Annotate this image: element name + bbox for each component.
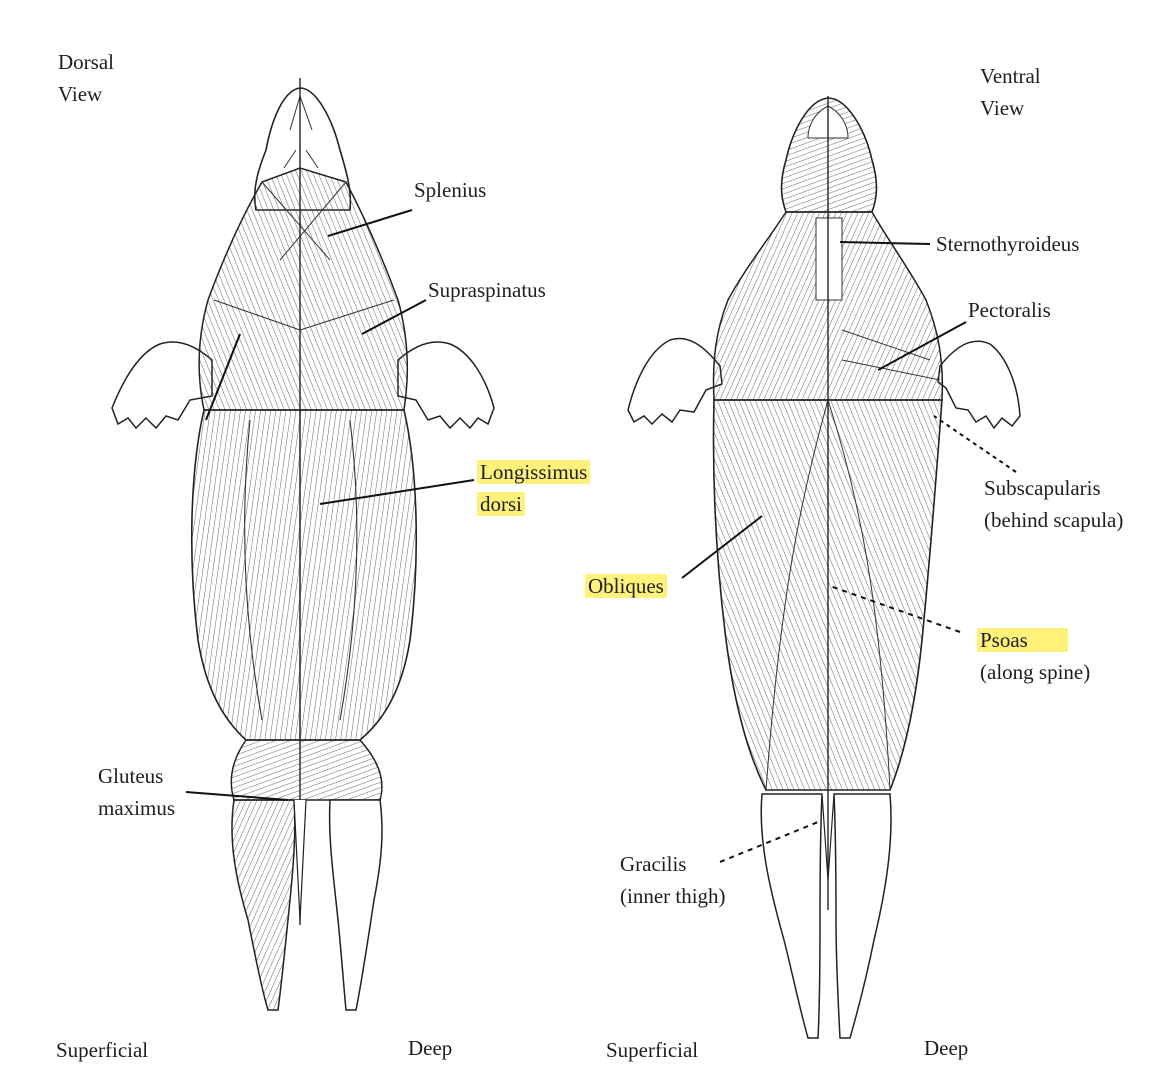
label-psoas: Psoas (along spine) (980, 624, 1090, 688)
leader-subscapularis (934, 416, 1016, 472)
dorsal-view-title-line2: View (58, 78, 114, 110)
label-splenius: Splenius (414, 174, 486, 206)
label-longissimus-dorsi: Longissimus dorsi (480, 456, 590, 520)
dorsal-shoulder-muscles (199, 168, 407, 410)
label-gluteus-maximus: Gluteus maximus (98, 760, 175, 824)
ventral-view-title-line2: View (980, 92, 1041, 124)
label-subscapularis-line2: (behind scapula) (984, 504, 1123, 536)
label-subscapularis: Subscapularis (behind scapula) (984, 472, 1123, 536)
dorsal-superficial-label: Superficial (56, 1034, 148, 1066)
label-longissimus-line1: Longissimus (477, 460, 590, 484)
label-supraspinatus: Supraspinatus (428, 274, 546, 306)
ventral-left-hindlimb (761, 794, 822, 1038)
label-psoas-line1: Psoas (977, 628, 1068, 652)
label-gracilis-line1: Gracilis (620, 848, 726, 880)
label-obliques: Obliques (588, 570, 667, 602)
ventral-right-forelimb (938, 341, 1020, 428)
label-gracilis: Gracilis (inner thigh) (620, 848, 726, 912)
ventral-view-title: Ventral View (980, 60, 1041, 124)
label-gluteus-line1: Gluteus (98, 760, 175, 792)
dorsal-left-hindlimb (232, 800, 295, 1010)
label-longissimus-line2: dorsi (477, 492, 525, 516)
label-psoas-line2: (along spine) (980, 656, 1090, 688)
dorsal-view-title-line1: Dorsal (58, 46, 114, 78)
label-obliques-text: Obliques (585, 574, 667, 598)
dorsal-right-hindlimb (330, 800, 382, 1010)
dorsal-view-title: Dorsal View (58, 46, 114, 110)
label-subscapularis-line1: Subscapularis (984, 472, 1123, 504)
dorsal-rat-figure (112, 78, 494, 1010)
ventral-deep-label: Deep (924, 1032, 968, 1064)
ventral-superficial-label: Superficial (606, 1034, 698, 1066)
label-sternothyroideus: Sternothyroideus (936, 228, 1079, 260)
ventral-left-forelimb (628, 338, 722, 424)
label-gracilis-line2: (inner thigh) (620, 880, 726, 912)
dorsal-deep-label: Deep (408, 1032, 452, 1064)
dorsal-left-forelimb (112, 342, 212, 428)
label-gluteus-line2: maximus (98, 792, 175, 824)
dorsal-trunk (192, 410, 417, 740)
ventral-view-title-line1: Ventral (980, 60, 1041, 92)
ventral-right-hindlimb (834, 794, 891, 1038)
dorsal-hip (231, 740, 382, 800)
dorsal-right-forelimb (398, 342, 494, 428)
label-pectoralis: Pectoralis (968, 294, 1051, 326)
